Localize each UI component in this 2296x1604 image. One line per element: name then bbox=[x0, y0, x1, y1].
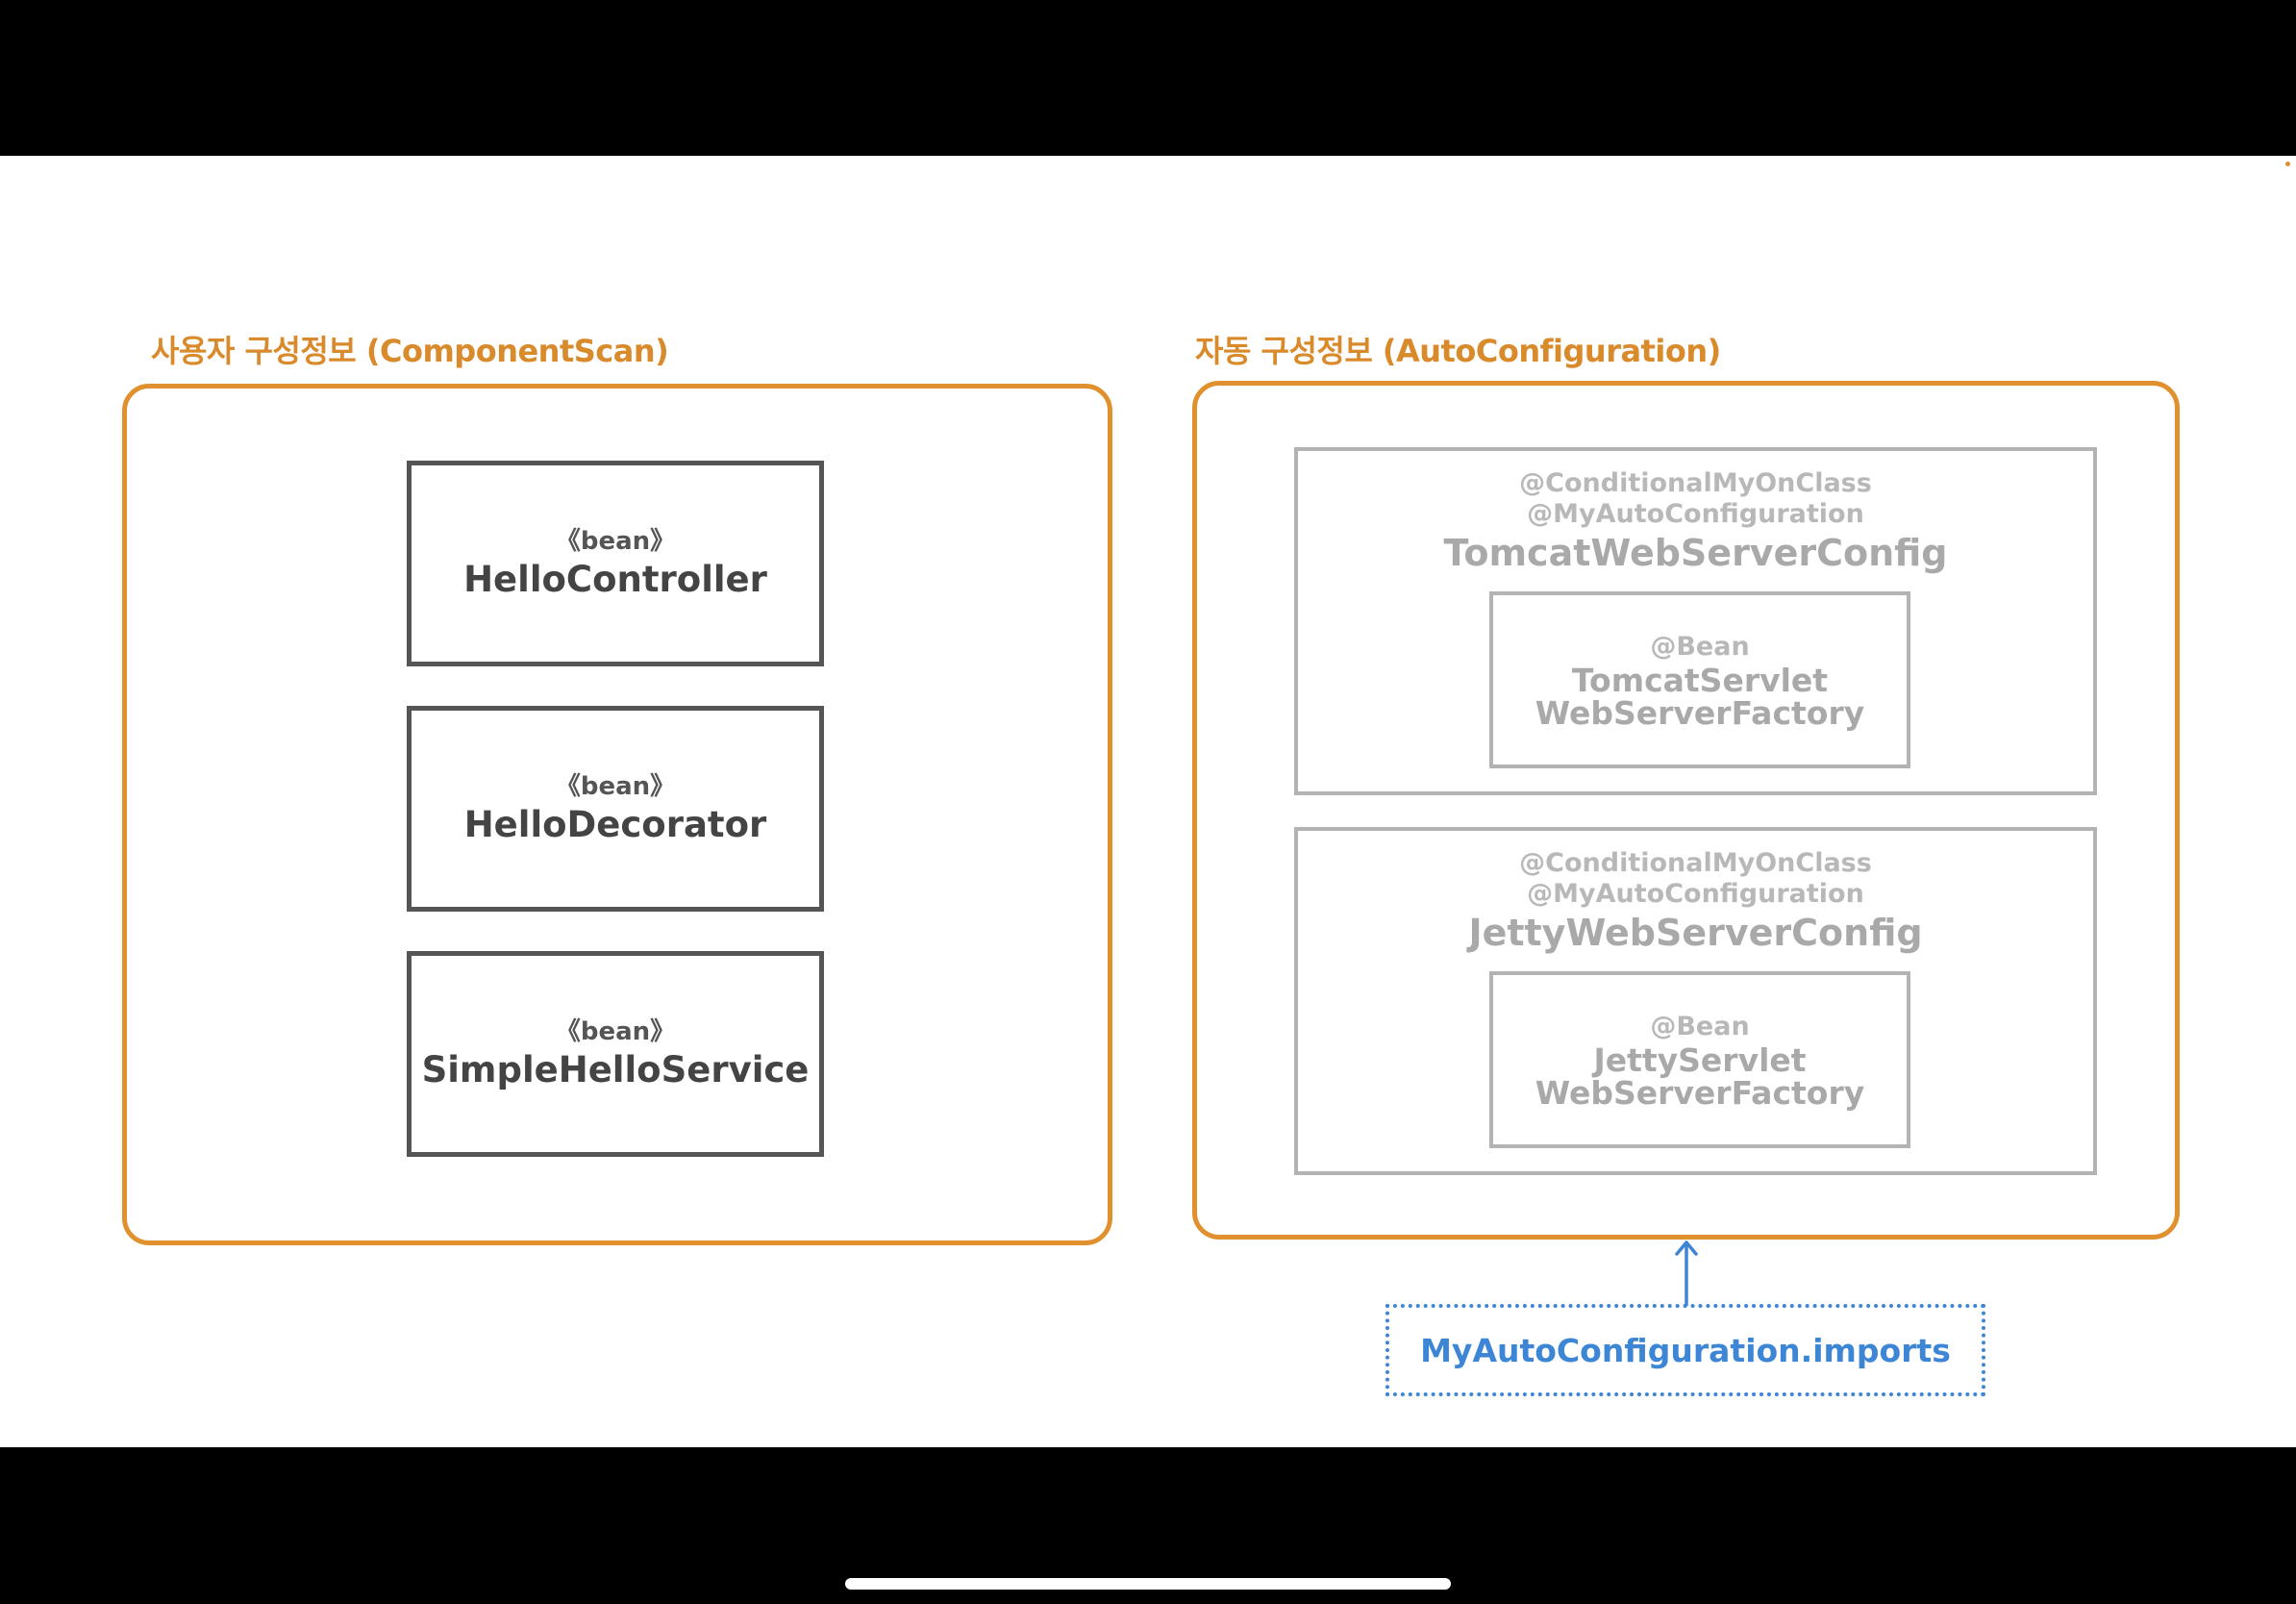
auto-config-title: 자동 구성정보 (AutoConfiguration) bbox=[1195, 333, 1721, 369]
bean-stereotype: 《bean》 bbox=[555, 772, 676, 801]
factory-name-line-2: WebServerFactory bbox=[1535, 1074, 1865, 1112]
factory-name-line-2: WebServerFactory bbox=[1535, 694, 1865, 732]
auto-config-annotation: @MyAutoConfiguration bbox=[1527, 499, 1864, 529]
bean-stereotype: 《bean》 bbox=[555, 527, 676, 556]
user-config-title: 사용자 구성정보 (ComponentScan) bbox=[151, 333, 669, 369]
user-config-group bbox=[122, 384, 1112, 1245]
corner-dot bbox=[2285, 162, 2290, 166]
bean-name: SimpleHelloService bbox=[421, 1049, 810, 1090]
bean-name: HelloController bbox=[463, 559, 767, 600]
up-arrow-icon bbox=[1675, 1241, 1698, 1306]
imports-label: MyAutoConfiguration.imports bbox=[1420, 1331, 1951, 1369]
bean-simple-hello-service: 《bean》 SimpleHelloService bbox=[407, 951, 824, 1157]
diagram-slide bbox=[0, 156, 2296, 1447]
config-header: @ConditionalMyOnClass @MyAutoConfigurati… bbox=[1298, 848, 2093, 956]
auto-config-group bbox=[1192, 381, 2180, 1240]
bean-annotation: @Bean bbox=[1650, 1012, 1750, 1041]
bean-stereotype: 《bean》 bbox=[555, 1017, 676, 1046]
config-name: JettyWebServerConfig bbox=[1468, 912, 1923, 954]
conditional-annotation: @ConditionalMyOnClass bbox=[1519, 848, 1872, 878]
config-header: @ConditionalMyOnClass @MyAutoConfigurati… bbox=[1298, 468, 2093, 576]
jetty-factory-bean: @Bean JettyServlet WebServerFactory bbox=[1489, 971, 1910, 1148]
tomcat-factory-bean: @Bean TomcatServlet WebServerFactory bbox=[1489, 591, 1910, 768]
factory-name-line-1: TomcatServlet bbox=[1571, 662, 1829, 699]
tomcat-config-box: @ConditionalMyOnClass @MyAutoConfigurati… bbox=[1294, 447, 2097, 795]
config-name: TomcatWebServerConfig bbox=[1443, 532, 1948, 574]
bean-hello-controller: 《bean》 HelloController bbox=[407, 461, 824, 666]
bean-annotation: @Bean bbox=[1650, 632, 1750, 662]
auto-config-annotation: @MyAutoConfiguration bbox=[1527, 879, 1864, 909]
jetty-config-box: @ConditionalMyOnClass @MyAutoConfigurati… bbox=[1294, 827, 2097, 1175]
bean-name: HelloDecorator bbox=[463, 804, 767, 845]
imports-file-box: MyAutoConfiguration.imports bbox=[1385, 1304, 1985, 1396]
factory-name-line-1: JettyServlet bbox=[1593, 1041, 1807, 1079]
conditional-annotation: @ConditionalMyOnClass bbox=[1519, 468, 1872, 498]
home-indicator[interactable] bbox=[845, 1578, 1451, 1590]
bean-hello-decorator: 《bean》 HelloDecorator bbox=[407, 706, 824, 912]
